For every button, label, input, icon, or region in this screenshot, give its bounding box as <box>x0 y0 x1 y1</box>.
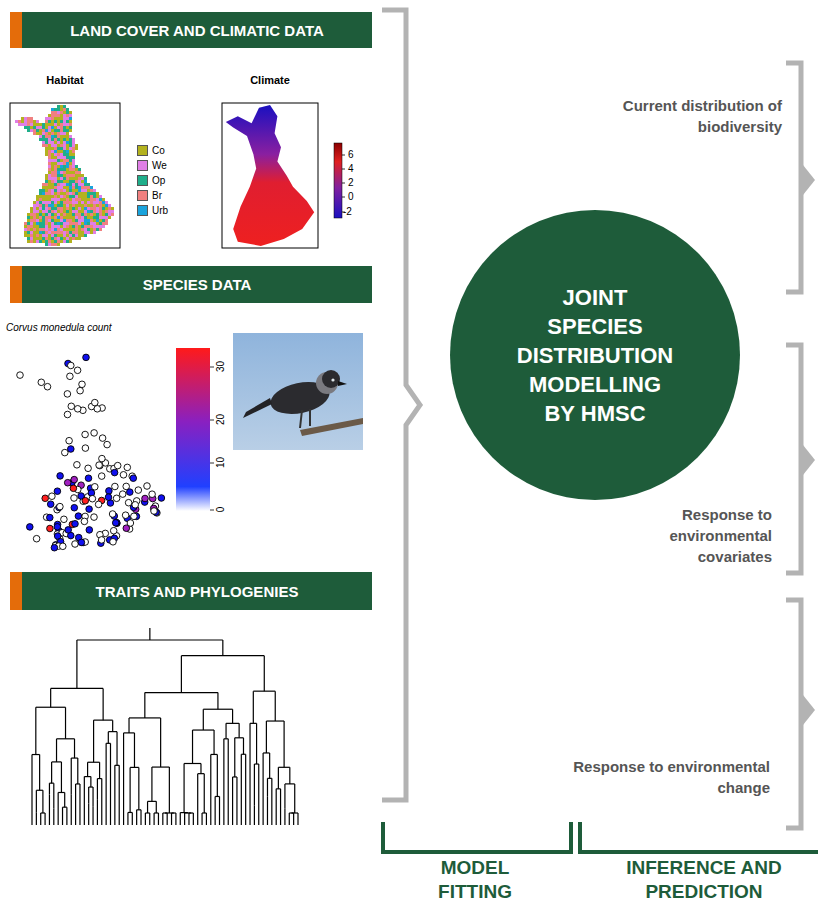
legend-row: Co <box>137 145 165 156</box>
climate-map <box>226 105 314 246</box>
axis-tick: -2 <box>343 205 365 218</box>
habitat-map <box>15 105 114 246</box>
legend-text: Op <box>152 175 165 186</box>
node-text: SPECIES DATA <box>143 276 252 293</box>
axis-tick: 0 <box>348 190 368 203</box>
model-circle: JOINT SPECIES DISTRIBUTION MODELLING BY … <box>450 210 740 500</box>
legend-row: Urb <box>137 205 168 216</box>
section-header: SPECIES DATA <box>10 266 372 303</box>
axis-tick: 6 <box>348 148 368 161</box>
phylogeny-tree <box>32 628 298 825</box>
output-label: Current distribution of biodiversity <box>560 95 782 137</box>
axis-tick: 10 <box>214 453 227 473</box>
legend-text: Co <box>152 145 165 156</box>
legend-text: Br <box>152 190 162 201</box>
stage-label: MODEL FITTING <box>405 856 545 904</box>
legend-row: Op <box>137 175 165 186</box>
legend-swatch <box>137 190 148 201</box>
legend-text: We <box>152 160 167 171</box>
axis-tick: 30 <box>214 357 227 377</box>
legend-swatch <box>137 145 148 156</box>
legend-swatch <box>137 175 148 186</box>
axis-tick: 0 <box>214 500 227 520</box>
species-name: Corvus monedula count <box>6 321 166 334</box>
axis-tick: 4 <box>348 162 368 175</box>
species-count-map <box>17 354 165 551</box>
legend-text: Urb <box>152 205 168 216</box>
legend-row: We <box>137 160 167 171</box>
map-title: Climate <box>240 73 300 87</box>
axis-tick: 2 <box>348 176 368 189</box>
legend-swatch <box>137 205 148 216</box>
map-title: Habitat <box>35 73 95 87</box>
axis-tick: 20 <box>214 410 227 430</box>
output-label: Response to environmental covariates <box>600 504 772 567</box>
node-text: LAND COVER AND CLIMATIC DATA <box>70 22 324 39</box>
section-header: LAND COVER AND CLIMATIC DATA <box>10 12 372 48</box>
section-header: TRAITS AND PHYLOGENIES <box>10 572 372 610</box>
output-label: Response to environmental change <box>560 756 770 798</box>
legend-row: Br <box>137 190 162 201</box>
legend-swatch <box>137 160 148 171</box>
stage-label: INFERENCE AND PREDICTION <box>590 856 818 904</box>
node-text: TRAITS AND PHYLOGENIES <box>96 583 299 600</box>
node-text: JOINT SPECIES DISTRIBUTION MODELLING BY … <box>513 283 677 428</box>
